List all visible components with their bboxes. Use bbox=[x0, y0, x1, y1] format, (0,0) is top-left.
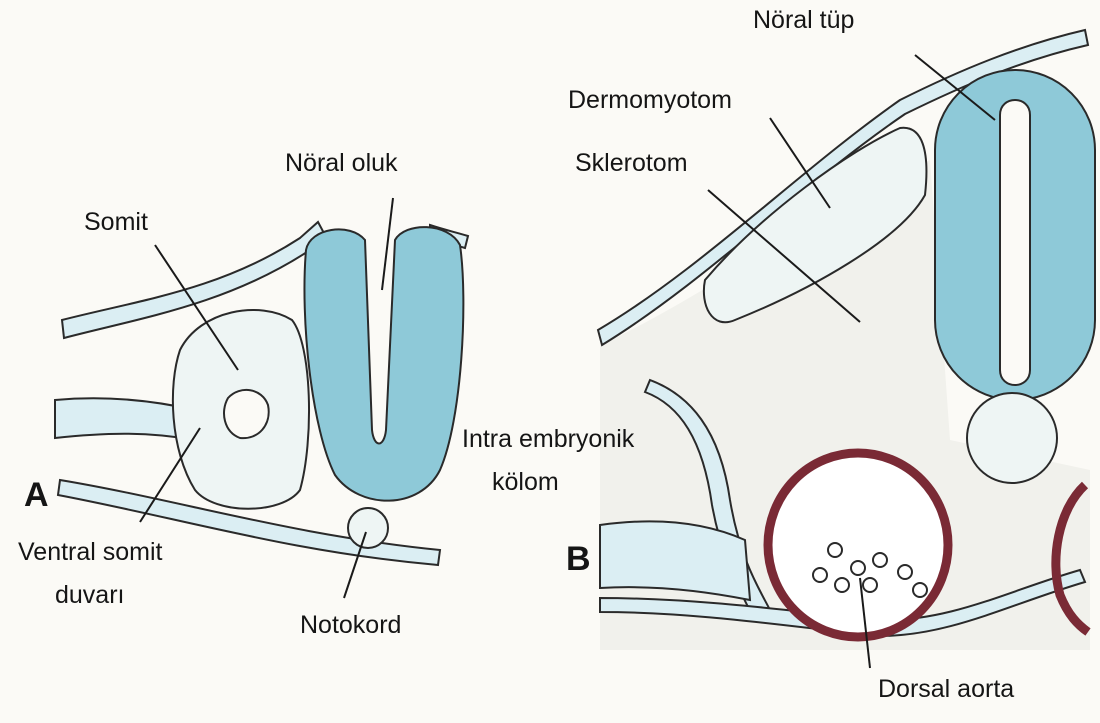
panel-b-dorsal-aorta bbox=[768, 453, 948, 637]
label-intra-line1: Intra embryonik bbox=[462, 425, 635, 453]
label-noral-oluk: Nöral oluk bbox=[285, 149, 398, 177]
label-ventral-somit-line1: Ventral somit bbox=[18, 538, 163, 566]
label-intra-line2: kölom bbox=[492, 468, 559, 496]
label-dorsal-aorta: Dorsal aorta bbox=[878, 675, 1014, 703]
label-dermomyotom: Dermomyotom bbox=[568, 86, 732, 114]
label-somit: Somit bbox=[84, 208, 148, 236]
label-noral-tup: Nöral tüp bbox=[753, 6, 854, 34]
panel-letter-a: A bbox=[24, 476, 49, 514]
panel-a-somite-cavity bbox=[224, 390, 269, 438]
label-ventral-somit-line2: duvarı bbox=[55, 581, 124, 609]
panel-b-notochord bbox=[967, 393, 1057, 483]
panel-a-notochord bbox=[348, 508, 388, 548]
panel-a-drawing bbox=[55, 222, 468, 565]
panel-letter-b: B bbox=[566, 540, 591, 578]
label-sklerotom: Sklerotom bbox=[575, 149, 688, 177]
leader-noral-oluk bbox=[382, 198, 393, 290]
panel-b-neural-canal bbox=[1000, 100, 1030, 385]
label-notokord: Notokord bbox=[300, 611, 401, 639]
panel-b-drawing bbox=[598, 30, 1095, 650]
